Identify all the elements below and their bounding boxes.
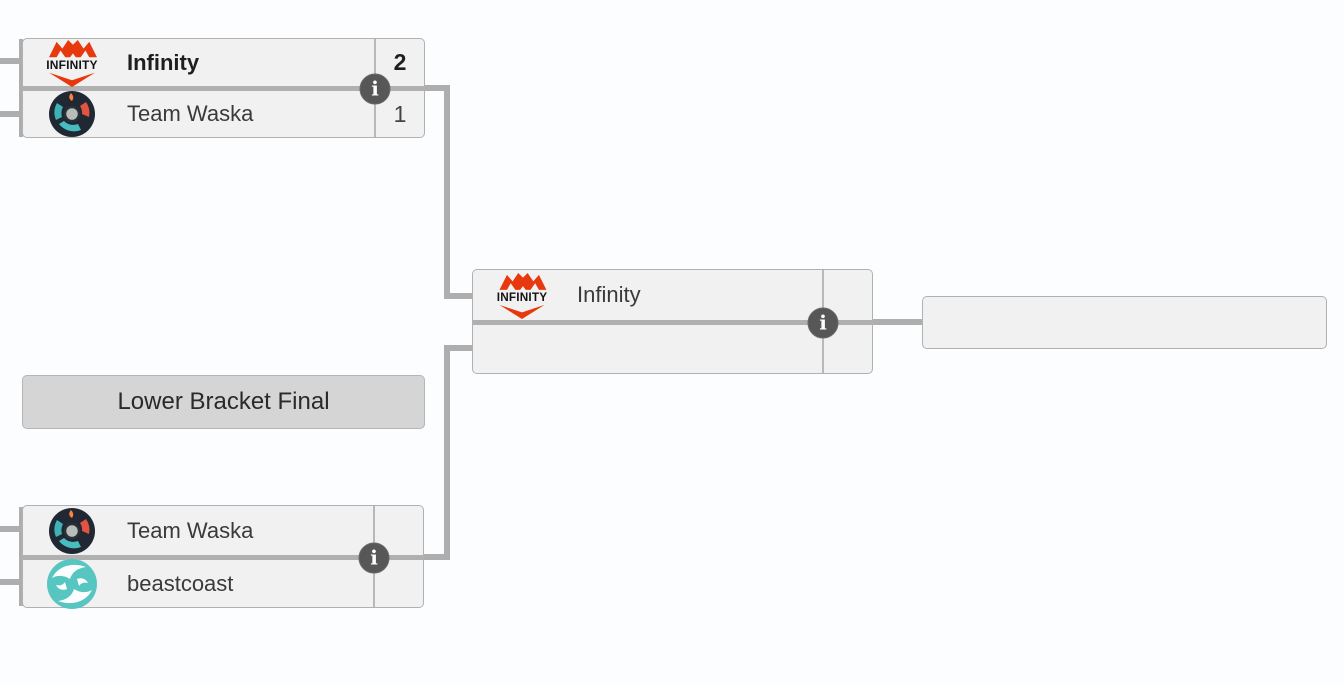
match-row-divider [23,86,424,91]
connector-in-upper-bottom [0,111,22,117]
match-upper: Infinity Team Waska 2 1 i [22,38,425,138]
round-label: Lower Bracket Final [22,375,425,429]
match-info-icon[interactable]: i [359,73,391,104]
score-value: 2 [393,49,407,75]
team-row-infinity[interactable]: Infinity [23,39,374,86]
team-waska-logo-icon [39,90,105,138]
infinity-logo-icon [39,39,105,87]
team-name[interactable]: Team Waska [127,517,254,543]
connector-upper-out [424,85,446,91]
team-name[interactable]: Team Waska [127,101,254,126]
match-lower: Team Waska beastcoast i [22,505,424,608]
connector-upper-left-bar [19,39,23,137]
connector-final-in-bottom [444,345,472,351]
connector-final-out [872,319,922,325]
match-row-divider [23,555,423,560]
connector-lower-elbow [444,345,450,560]
match-info-icon[interactable]: i [807,307,839,338]
winner-placeholder-slot [922,296,1327,349]
connector-lower-left-bar [19,507,23,606]
infinity-logo-icon [489,272,555,319]
team-row-beastcoast[interactable]: beastcoast [23,560,373,607]
match-row-divider [473,320,872,325]
connector-in-lower-top [0,526,22,532]
team-row-empty [473,325,822,372]
team-row-team-waska[interactable]: Team Waska [23,506,373,555]
connector-final-in-top [444,293,472,299]
score-value: 1 [393,100,407,127]
connector-in-upper-top [0,58,22,64]
connector-lower-out [423,554,446,560]
team-name[interactable]: Infinity [127,49,200,75]
team-row-team-waska[interactable]: Team Waska [23,91,374,137]
match-info-icon[interactable]: i [358,542,390,573]
connector-in-lower-bottom [0,579,22,585]
connector-upper-elbow [444,85,450,299]
match-final: Infinity i [472,269,873,374]
team-row-infinity[interactable]: Infinity [473,270,822,320]
beastcoast-logo-icon [39,558,105,610]
team-name[interactable]: Infinity [577,282,641,307]
team-name[interactable]: beastcoast [127,570,234,596]
team-waska-logo-icon [39,507,105,555]
